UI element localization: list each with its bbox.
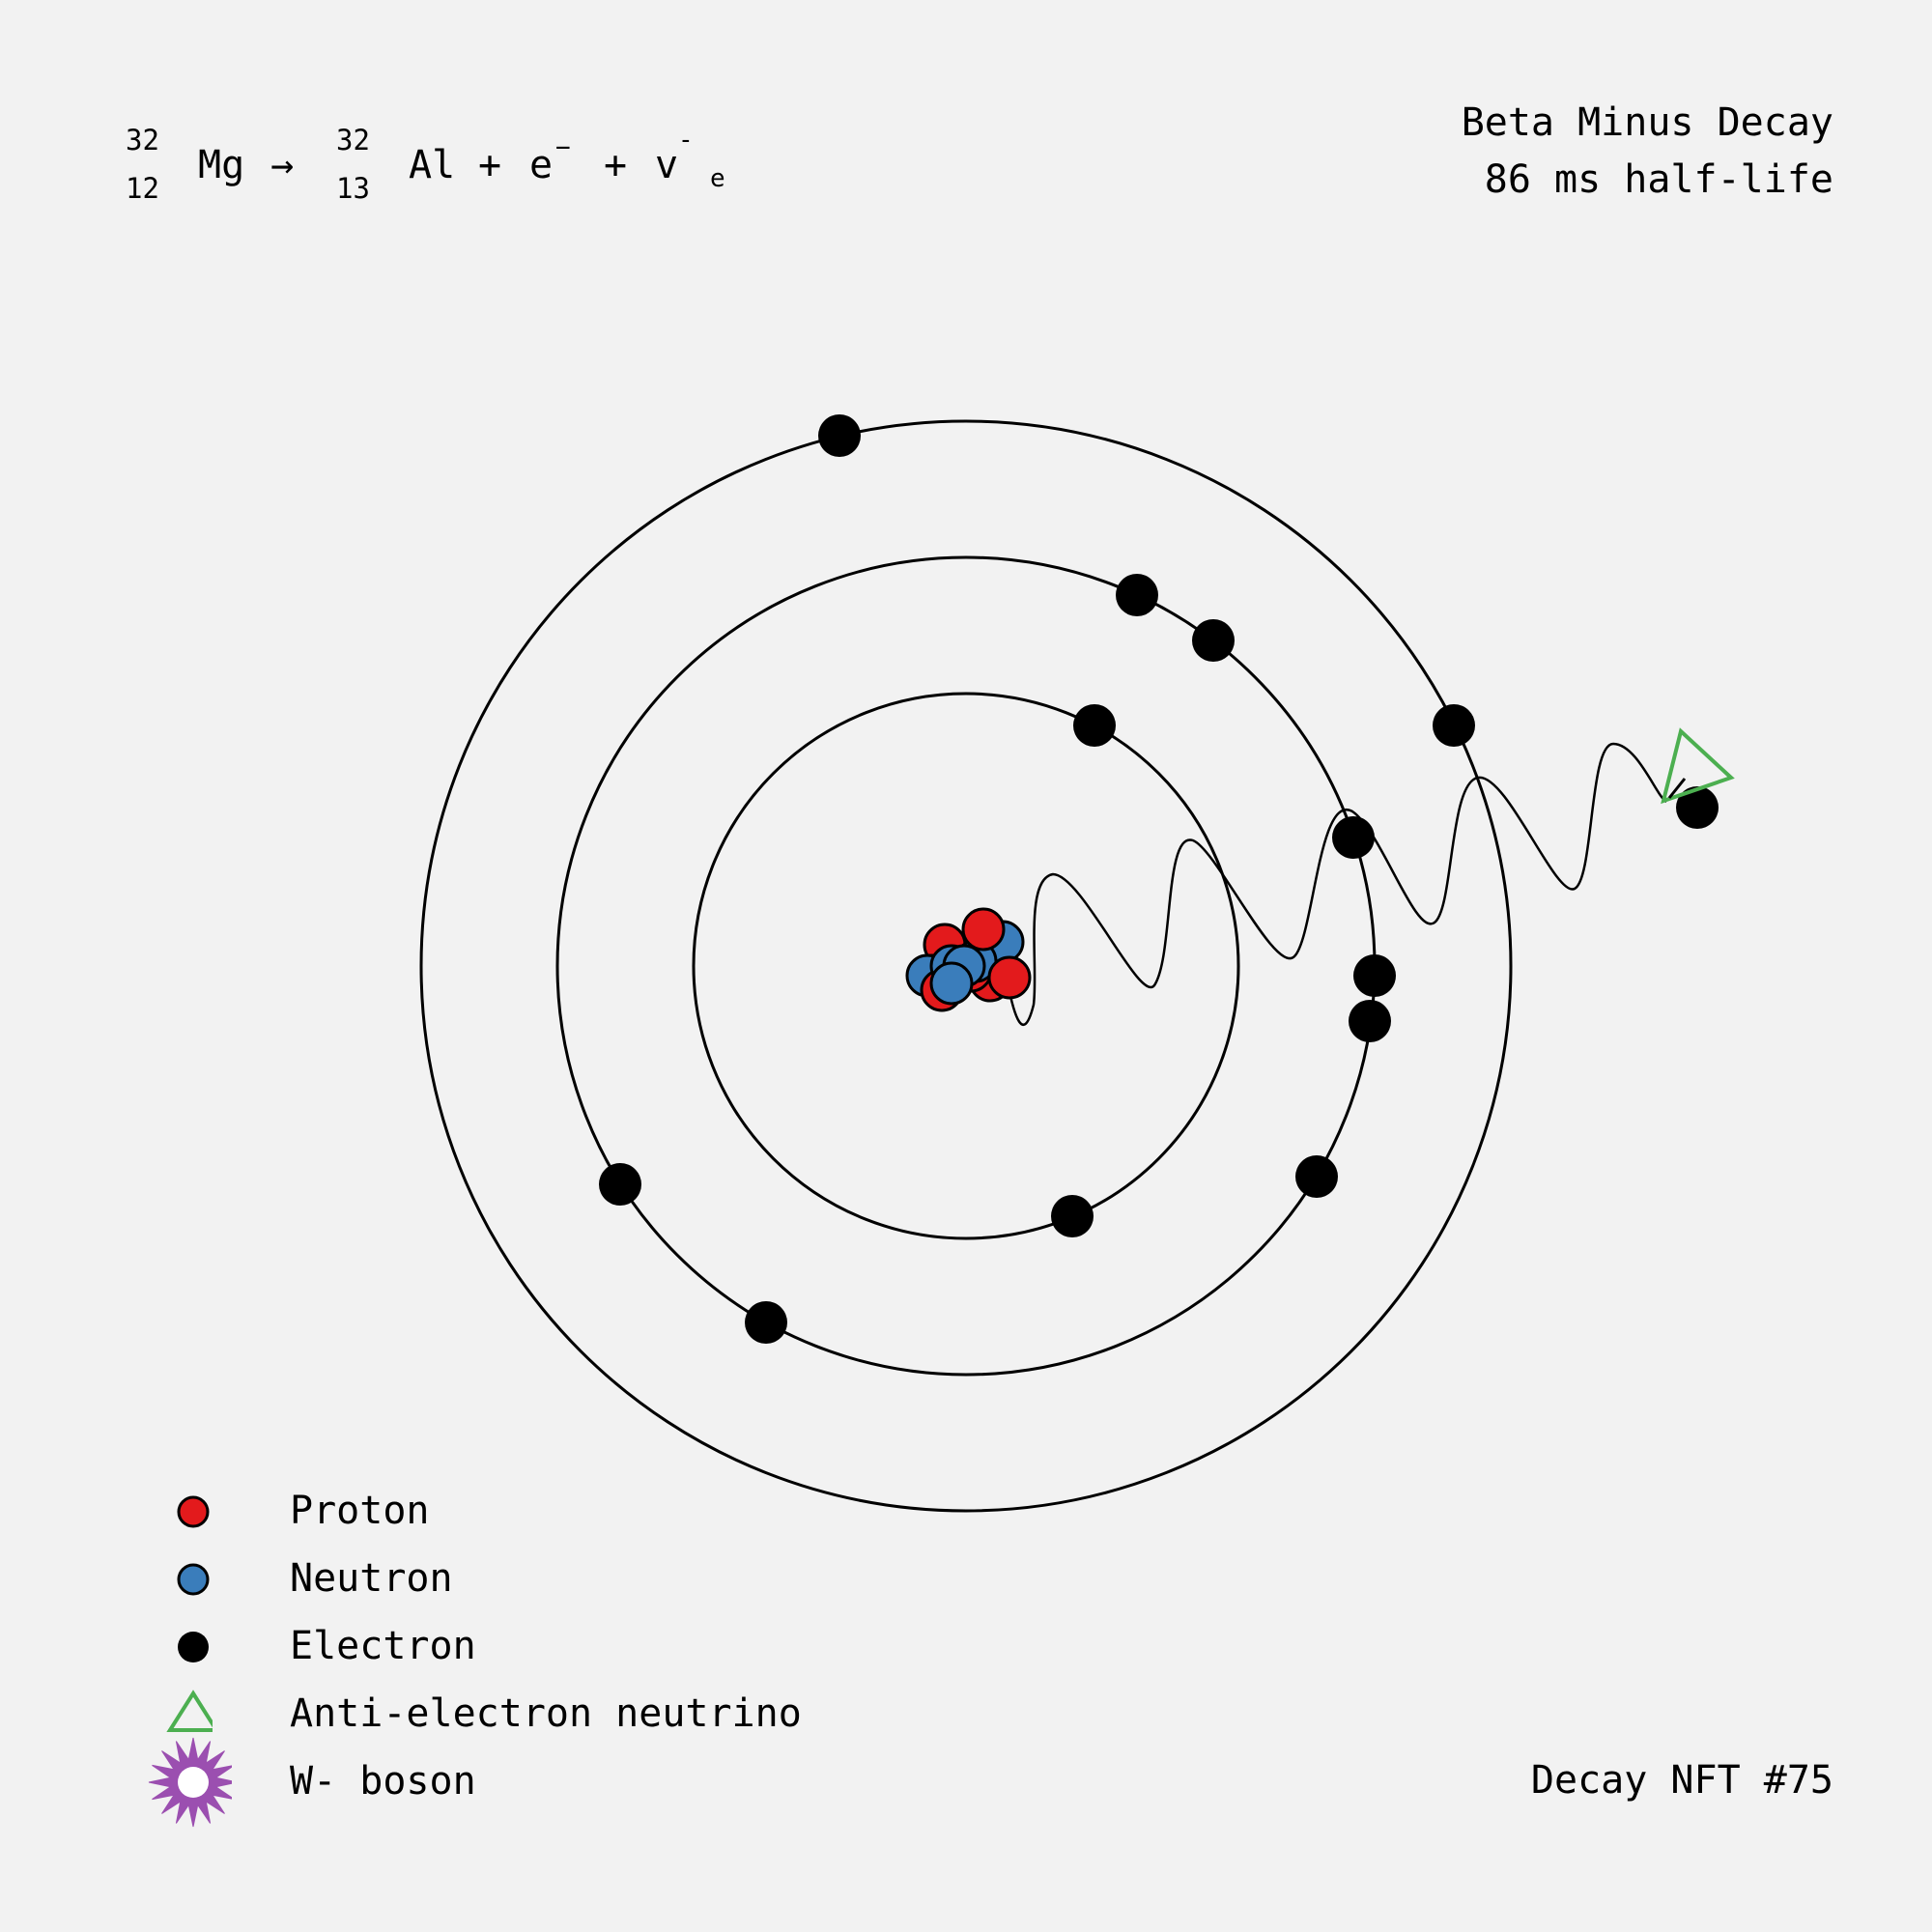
half-life: 86 ms half-life bbox=[1484, 157, 1833, 202]
daughter-mass-number: 32 bbox=[336, 124, 370, 156]
electron-shell-3 bbox=[419, 419, 1513, 1513]
electron bbox=[1332, 816, 1375, 859]
daughter-symbol: Al bbox=[409, 143, 456, 187]
electron bbox=[1073, 704, 1116, 747]
electron-symbol: e bbox=[529, 143, 554, 187]
legend-label: Electron bbox=[290, 1624, 476, 1668]
electron bbox=[1116, 574, 1158, 616]
proton bbox=[961, 907, 1006, 952]
parent-atomic-number: 12 bbox=[126, 172, 159, 205]
parent-mass-number: 32 bbox=[126, 124, 159, 156]
electron bbox=[1051, 1195, 1094, 1237]
electron bbox=[1433, 704, 1475, 747]
legend-label: Neutron bbox=[290, 1556, 453, 1601]
neutrino-icon bbox=[166, 1690, 213, 1732]
electron bbox=[1295, 1155, 1338, 1198]
legend-item-proton: Proton bbox=[135, 1483, 908, 1550]
decay-type: Beta Minus Decay bbox=[1461, 100, 1833, 145]
electron bbox=[1353, 954, 1396, 997]
neutron bbox=[929, 961, 974, 1006]
neutrino-emission-mark bbox=[1667, 778, 1687, 799]
electron-shell-1 bbox=[692, 692, 1240, 1240]
neutron-icon bbox=[177, 1563, 210, 1596]
neutrino-symbol: v bbox=[655, 143, 679, 187]
nft-label: Decay NFT #75 bbox=[1530, 1758, 1833, 1803]
electron bbox=[1349, 1000, 1391, 1042]
plus-sign: + bbox=[478, 143, 502, 187]
proton bbox=[987, 955, 1032, 1000]
electron bbox=[1192, 619, 1235, 662]
plus-sign: + bbox=[604, 143, 628, 187]
legend-label: Proton bbox=[290, 1489, 430, 1533]
neutrino-bar: - bbox=[678, 126, 694, 155]
electron bbox=[745, 1301, 787, 1344]
proton-icon bbox=[177, 1495, 210, 1528]
legend-item-neutron: Neutron bbox=[135, 1550, 908, 1618]
w-boson-wave-trajectory bbox=[1003, 742, 1667, 1026]
anti-electron-neutrino bbox=[1661, 727, 1735, 805]
electrons bbox=[599, 414, 1719, 1344]
legend-item-electron: Electron bbox=[135, 1618, 908, 1686]
daughter-atomic-number: 13 bbox=[336, 172, 370, 205]
legend-item-w-boson: W- boson bbox=[135, 1737, 908, 1828]
parent-symbol: Mg bbox=[198, 143, 245, 187]
w-boson-icon bbox=[148, 1737, 232, 1828]
electron-charge: − bbox=[555, 133, 571, 162]
nucleus bbox=[905, 907, 1032, 1012]
electron-icon bbox=[178, 1632, 209, 1662]
legend-item-neutrino: Anti-electron neutrino bbox=[135, 1686, 908, 1753]
emitted-electron bbox=[1676, 786, 1719, 829]
reaction-arrow: → bbox=[270, 143, 295, 187]
decay-info: Beta Minus Decay 86 ms half-life bbox=[1462, 95, 1833, 209]
legend-label: W- boson bbox=[290, 1759, 476, 1804]
electron bbox=[818, 414, 861, 457]
neutrino-flavor-subscript: e bbox=[710, 164, 725, 193]
electron bbox=[599, 1163, 641, 1206]
legend-label: Anti-electron neutrino bbox=[290, 1691, 802, 1736]
